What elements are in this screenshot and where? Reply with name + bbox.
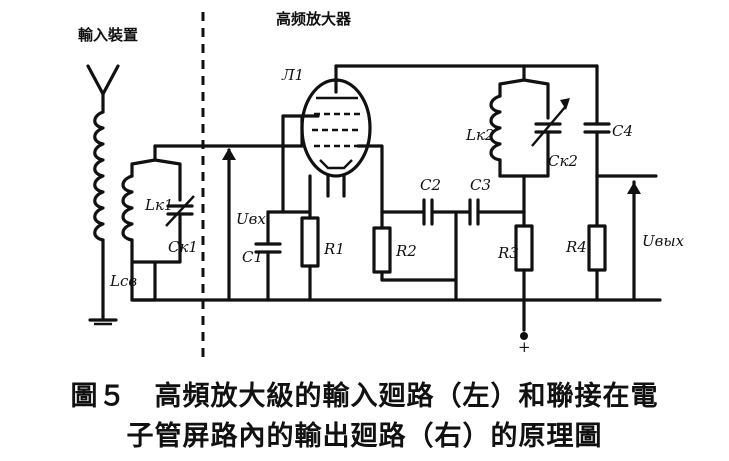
resistor-r3 [514,210,534,340]
vacuum-tube-icon [300,64,384,214]
capacitor-c4 [583,64,658,228]
label-c4: C4 [612,122,633,140]
uvx-arrow [222,148,236,300]
capacitor-c3 [468,198,526,226]
label-lcb: Lcв [109,272,137,290]
circuit-diagram: 輸入裝置 高频放大器 Lcв Lк1 Cк1 [78,10,685,360]
label-tube: Л1 [281,66,304,84]
figure-caption-line-2: 子管屏路內的輸出廻路（右）的原理圖 [126,421,603,452]
label-uvx: Uвх [236,210,266,228]
label-r4: R4 [565,238,587,256]
label-r2: R2 [395,242,417,260]
coupling-coil-lcb [93,110,105,320]
label-c2: C2 [420,176,441,194]
label-uvyx: Uвых [642,232,685,250]
label-r3: R3 [497,244,519,262]
capacitor-c1 [254,210,312,302]
label-lk1: Lк1 [144,196,173,214]
antenna-icon [86,64,120,114]
ground-icon [88,318,118,326]
label-ck2: Cк2 [548,152,578,170]
resistor-r4 [587,224,607,302]
resistor-r2 [372,210,458,282]
output-tank-circuit [489,64,570,214]
label-r1: R1 [323,240,345,258]
label-plus: + [518,338,531,356]
figure-caption-line-1: 圖５ 高頻放大級的輸入廻路（左）和聯接在電 [70,381,659,412]
label-ck1: Cк1 [168,238,198,256]
input-section-header: 輸入裝置 [78,26,138,44]
input-tank-circuit [121,144,195,302]
label-c1: C1 [242,248,263,266]
amp-section-header: 高频放大器 [276,10,352,28]
resistor-r1 [300,174,320,302]
uvyx-arrow [627,180,641,302]
label-c3: C3 [470,176,491,194]
capacitor-c2 [380,198,472,226]
label-lk2: Lк2 [465,126,494,144]
